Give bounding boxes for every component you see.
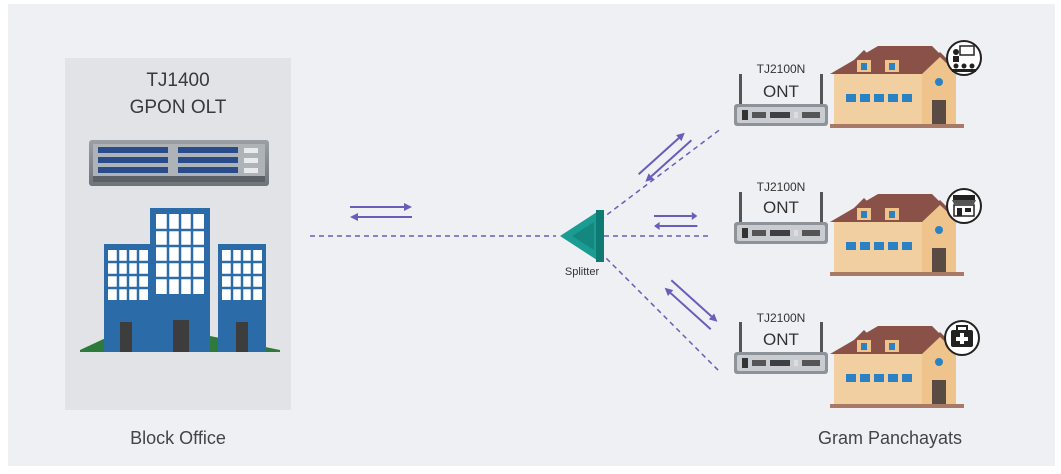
gram-panchayat-house-1	[830, 46, 964, 128]
traffic-arrows-olt	[349, 202, 413, 222]
ont-model-label-1: TJ2100N	[756, 62, 806, 76]
olt-model-label: TJ1400	[146, 70, 210, 91]
gram-panchayat-house-2	[830, 194, 964, 276]
splitter-icon	[560, 210, 604, 262]
medical-kit-icon	[944, 320, 980, 356]
traffic-arrows-upper	[634, 128, 696, 186]
gram-panchayat-house-3	[830, 326, 964, 408]
splitter-label: Splitter	[564, 266, 600, 278]
ont-tag-label-3: ONT	[763, 330, 799, 349]
olt-rack-device	[89, 140, 269, 186]
shop-icon	[946, 188, 982, 224]
ont-model-label-3: TJ2100N	[756, 311, 806, 325]
block-office-building-icon	[80, 208, 280, 352]
block-office-caption: Block Office	[130, 428, 226, 448]
fibre-links	[310, 127, 723, 373]
ont-model-label-2: TJ2100N	[756, 180, 806, 194]
olt-type-label: GPON OLT	[129, 97, 227, 118]
ont-tag-label-2: ONT	[763, 198, 799, 217]
gram-panchayats-caption: Gram Panchayats	[817, 428, 963, 448]
traffic-arrows-middle	[653, 211, 699, 231]
teacher-icon	[946, 40, 982, 76]
traffic-arrows-lower	[660, 276, 722, 334]
ont-tag-label-1: ONT	[763, 82, 799, 101]
